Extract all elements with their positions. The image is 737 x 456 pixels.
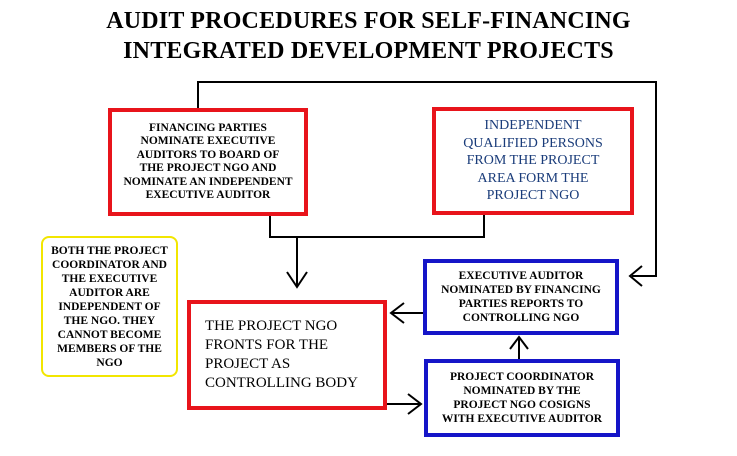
diagram-title: AUDIT PROCEDURES FOR SELF-FINANCING INTE… xyxy=(0,6,737,66)
arrowhead-auditor-right xyxy=(628,265,643,287)
project-coordinator-text: PROJECT COORDINATOR NOMINATED BY THE PRO… xyxy=(441,371,603,425)
controlling-body-text: THE PROJECT NGO FRONTS FOR THE PROJECT A… xyxy=(205,318,358,391)
connector-financing-down xyxy=(269,215,485,238)
independent-persons-text: INDEPENDENT QUALIFIED PERSONS FROM THE P… xyxy=(463,118,603,204)
arrowhead-controlling-top xyxy=(286,271,308,289)
connector-financing-to-auditor xyxy=(197,81,657,277)
title-line-1: AUDIT PROCEDURES FOR SELF-FINANCING xyxy=(106,8,631,34)
financing-parties-text: FINANCING PARTIES NOMINATE EXECUTIVE AUD… xyxy=(123,121,293,202)
independence-note-box: BOTH THE PROJECT COORDINATOR AND THE EXE… xyxy=(41,236,178,377)
executive-auditor-box: EXECUTIVE AUDITOR NOMINATED BY FINANCING… xyxy=(423,259,619,335)
executive-auditor-text: EXECUTIVE AUDITOR NOMINATED BY FINANCING… xyxy=(441,270,601,324)
independent-persons-box: INDEPENDENT QUALIFIED PERSONS FROM THE P… xyxy=(432,107,634,215)
controlling-body-box: THE PROJECT NGO FRONTS FOR THE PROJECT A… xyxy=(187,300,387,410)
arrowhead-controlling-right xyxy=(389,302,405,324)
title-line-2: INTEGRATED DEVELOPMENT PROJECTS xyxy=(123,38,614,64)
project-coordinator-box: PROJECT COORDINATOR NOMINATED BY THE PRO… xyxy=(424,359,620,437)
independence-note-text: BOTH THE PROJECT COORDINATOR AND THE EXE… xyxy=(51,244,168,369)
arrowhead-auditor-bottom xyxy=(509,335,529,350)
financing-parties-box: FINANCING PARTIES NOMINATE EXECUTIVE AUD… xyxy=(108,108,308,216)
arrowhead-coordinator-left xyxy=(407,393,423,415)
